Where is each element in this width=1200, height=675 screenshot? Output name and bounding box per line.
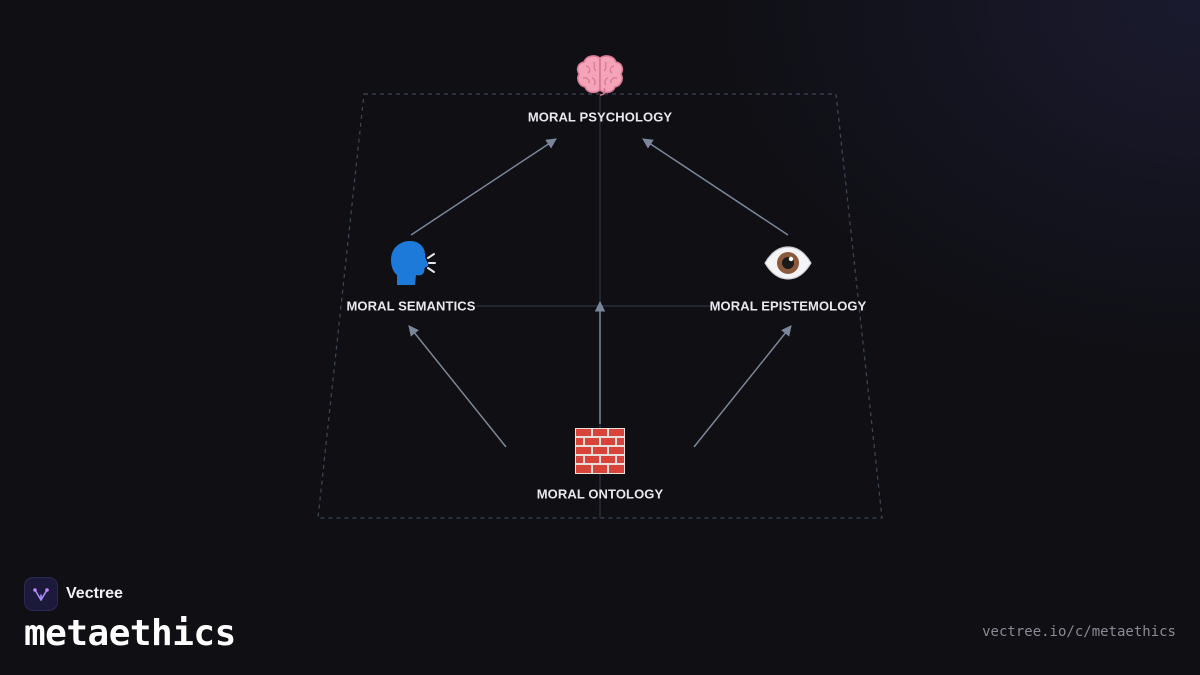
page-url[interactable]: vectree.io/c/metaethics: [982, 624, 1176, 640]
perspective-frame: [317, 93, 883, 519]
page-title: metaethics: [24, 613, 236, 654]
speaking-head-icon: [371, 235, 451, 291]
node-label-moral-psychology: MORAL PSYCHOLOGY: [527, 109, 673, 125]
brain-icon: [560, 46, 640, 102]
edge-ontology-to-semantics: [408, 325, 507, 448]
node-label-moral-ontology: MORAL ONTOLOGY: [536, 486, 664, 502]
eye-icon: [748, 235, 828, 291]
bricks-icon: [560, 423, 640, 479]
edge-ontology-to-epistemology: [693, 325, 792, 448]
node-label-moral-epistemology: MORAL EPISTEMOLOGY: [709, 298, 867, 314]
vectree-logo-icon: [24, 577, 58, 611]
node-label-moral-semantics: MORAL SEMANTICS: [346, 298, 476, 314]
brand: Vectree: [24, 577, 123, 611]
edge-epistemology-to-psychology: [642, 138, 789, 236]
edge-semantics-to-psychology: [410, 138, 557, 236]
brand-name: Vectree: [66, 585, 123, 602]
